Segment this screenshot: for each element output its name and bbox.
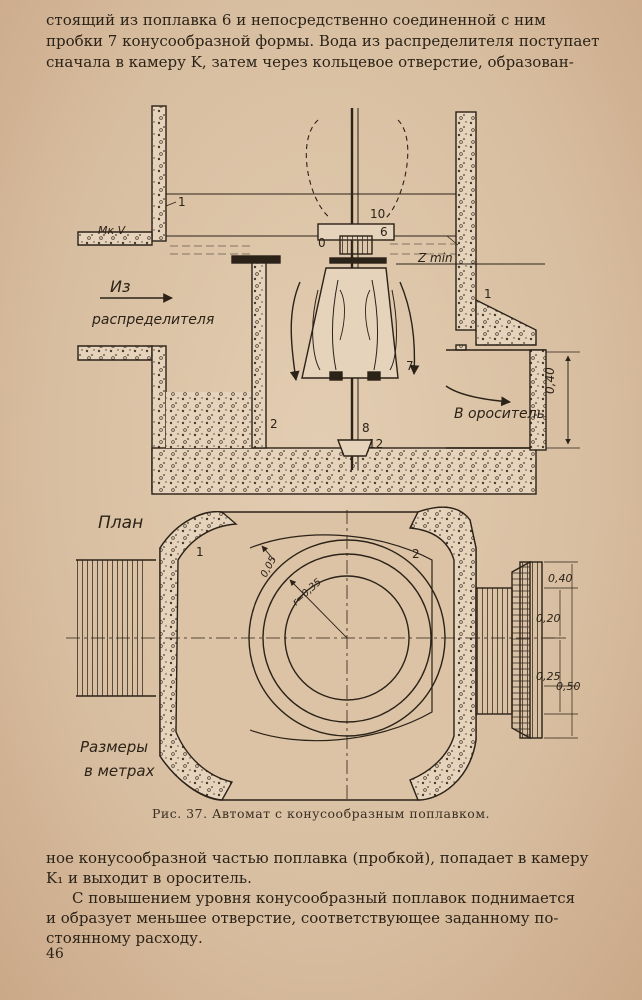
dimension-040: 0,40 — [548, 572, 573, 585]
text-line: С повышением уровня конусообразный попла… — [72, 889, 576, 907]
callout-8: 8 — [362, 421, 370, 435]
text-line: стоянному расходу. — [46, 929, 203, 947]
label-raspredelitelya: распределителя — [91, 312, 214, 328]
callout-1: 1 — [178, 195, 186, 209]
callout-12: 12 — [368, 437, 383, 451]
text-line: и образует меньшее отверстие, соответств… — [46, 909, 559, 927]
label-v-metrah: в метрах — [84, 762, 155, 780]
callout-1-right: 1 — [484, 287, 492, 301]
callout-7: 7 — [406, 359, 414, 373]
text-line: пробки 7 конусообразной формы. Вода из р… — [46, 32, 600, 50]
plan-view — [66, 506, 578, 801]
dimension-020: 0,20 — [536, 612, 561, 625]
text-line: стоящий из поплавка 6 и непосредственно … — [46, 11, 546, 29]
section-view — [77, 105, 580, 495]
text-line: ное конусообразной частью поплавка (проб… — [46, 849, 589, 867]
text-line: сначала в камеру K, затем через кольцево… — [46, 53, 574, 71]
label-z-min: Z min — [417, 251, 453, 265]
dimension-040-vertical: 0,40 — [543, 367, 557, 394]
dimension-050: 0,50 — [556, 680, 581, 693]
figure-caption: Рис. 37. Автомат с конусообразным поплав… — [151, 806, 491, 821]
callout-2-plan: 2 — [412, 547, 420, 561]
label-razmery: Размеры — [80, 738, 148, 756]
callout-6: 6 — [380, 225, 388, 239]
label-iz: Из — [110, 277, 130, 296]
paragraph-bottom: ное конусообразной частью поплавка (проб… — [46, 848, 618, 948]
callout-1-plan: 1 — [196, 545, 204, 559]
page-number: 46 — [46, 946, 64, 962]
text-line: K₁ и выходит в ороситель. — [46, 869, 252, 887]
callout-2: 2 — [270, 417, 278, 431]
callout-0: 0 — [318, 236, 326, 250]
callout-10: 10 — [370, 207, 385, 221]
label-plan: План — [98, 513, 143, 533]
dimension-025: 0,25 — [536, 670, 561, 683]
paragraph-top: стоящий из поплавка 6 и непосредственно … — [46, 10, 624, 73]
label-mk-v: Мк V — [98, 224, 127, 237]
label-v-orositel: В ороситель — [454, 406, 545, 422]
figure-37-drawing: Мк V Из распределителя В ороситель 0,40 … — [66, 105, 581, 801]
